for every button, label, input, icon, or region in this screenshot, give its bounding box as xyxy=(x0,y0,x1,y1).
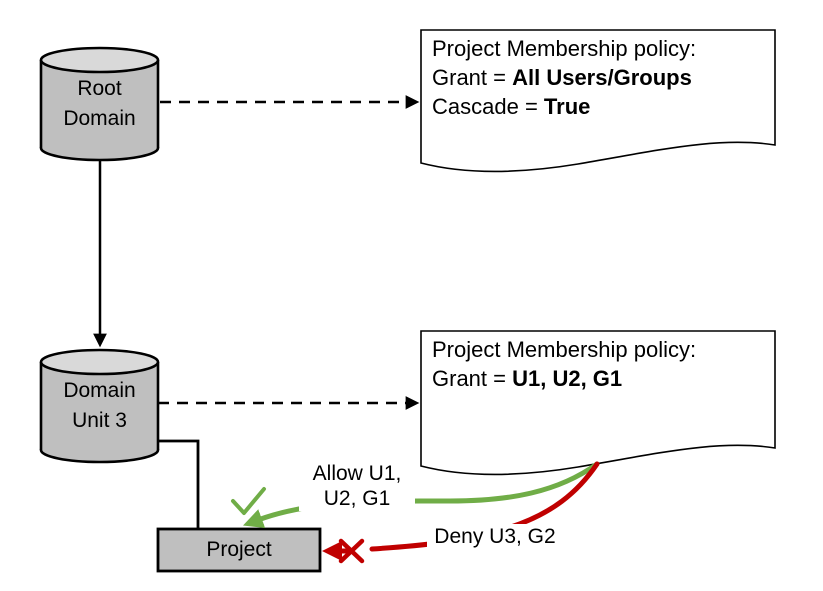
root-policy-title: Project Membership policy: xyxy=(432,36,697,61)
unit3-policy-title: Project Membership policy: xyxy=(432,337,697,362)
unit3-policy-grant: Grant = U1, U2, G1 xyxy=(432,366,623,391)
project-label: Project xyxy=(206,538,272,561)
deny-x-icon xyxy=(338,538,365,564)
root-policy-text: Project Membership policy: Grant = All U… xyxy=(432,34,696,121)
policy-doc-root xyxy=(420,29,776,173)
domain-unit3-label: Domain Unit 3 xyxy=(63,379,136,432)
project-box xyxy=(156,527,322,573)
root-domain-label: Root Domain xyxy=(63,77,136,130)
allow-check-icon xyxy=(231,487,266,515)
unit3-policy-text: Project Membership policy: Grant = U1, U… xyxy=(432,335,696,393)
root-policy-grant: Grant = All Users/Groups xyxy=(432,65,692,90)
unit3-to-project-connector xyxy=(158,439,200,529)
domain-unit3-cylinder xyxy=(39,348,160,464)
deny-annotation-label: Deny U3, G2 xyxy=(427,524,563,552)
root-domain-cylinder xyxy=(39,46,160,162)
allow-annotation-label: Allow U1, U2, G1 xyxy=(299,461,415,511)
policy-doc-unit3 xyxy=(420,330,776,476)
root-policy-cascade: Cascade = True xyxy=(432,94,591,119)
